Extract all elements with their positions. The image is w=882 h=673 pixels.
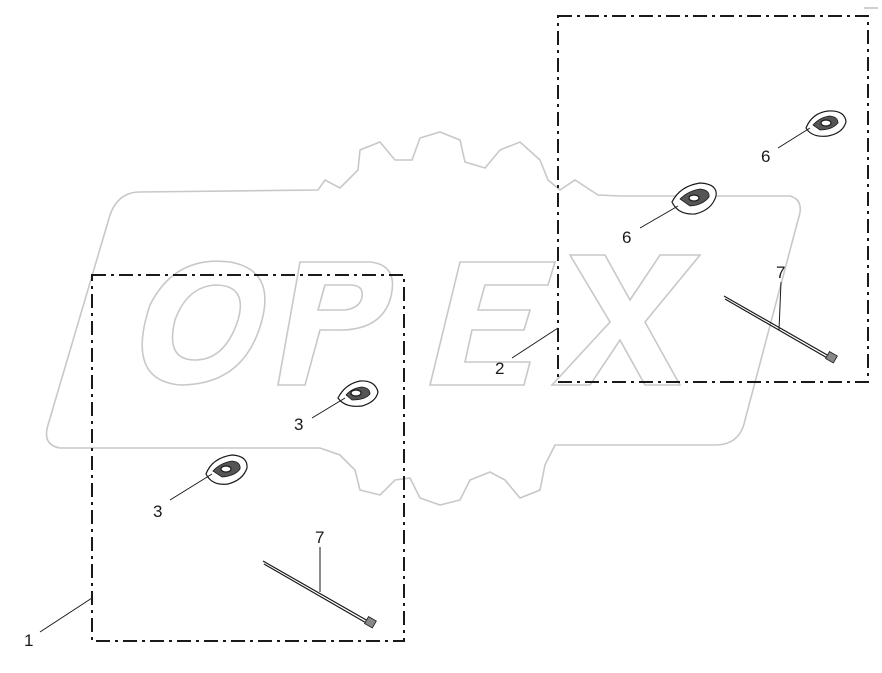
- watermark-letter-e: [428, 261, 557, 386]
- watermark-letter-o: [141, 260, 266, 386]
- callout-6-lower: 6: [622, 228, 631, 247]
- callout-6-upper: 6: [761, 147, 770, 166]
- leader-line-6a: [777, 127, 811, 149]
- bracket-part-6-upper: [805, 110, 847, 137]
- cable-tie-part-7-box2: [723, 295, 838, 364]
- bracket-part-6-lower: [671, 182, 717, 215]
- leader-line-1: [39, 597, 93, 633]
- leader-line-3b: [169, 473, 213, 501]
- callout-3-lower: 3: [153, 502, 162, 521]
- group-box-1: [91, 274, 405, 642]
- opex-watermark-logo: [45, 131, 801, 506]
- callout-2: 2: [495, 359, 504, 378]
- group-box-2: [557, 15, 869, 383]
- leader-line-3a: [311, 397, 346, 419]
- bracket-part-3-upper: [337, 380, 379, 407]
- callout-7-box2: 7: [776, 263, 785, 282]
- cable-tie-part-7-box1: [262, 560, 377, 629]
- leader-line-2: [511, 327, 559, 359]
- leader-line-7b: [778, 281, 782, 331]
- bracket-part-3-lower: [205, 454, 248, 485]
- callout-3-upper: 3: [294, 415, 303, 434]
- callout-7-box1: 7: [315, 528, 324, 547]
- watermark-letter-x: [550, 254, 702, 386]
- callout-1: 1: [24, 631, 33, 650]
- watermark-gear-outline: [45, 131, 801, 506]
- watermark-letter-p: [277, 261, 394, 386]
- leader-line-6b: [639, 205, 679, 229]
